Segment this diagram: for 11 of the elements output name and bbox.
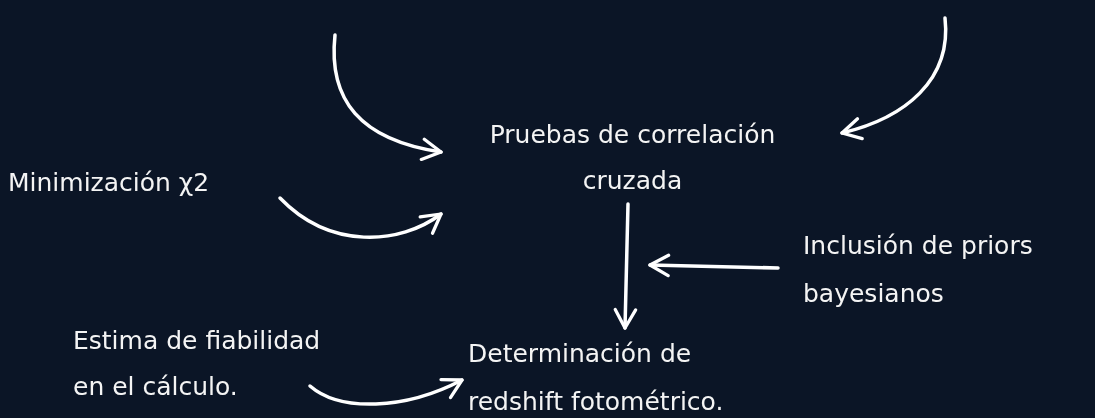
arrow bbox=[648, 253, 780, 278]
step-text: Determinación de redshift fotométrico. bbox=[468, 330, 773, 418]
arrow bbox=[278, 196, 443, 239]
arrow bbox=[308, 377, 464, 406]
step-text: Estima de fiabilidad en el cálculo. bbox=[73, 318, 358, 410]
arrow bbox=[840, 16, 948, 140]
step-text: Minimización χ2 bbox=[8, 160, 294, 206]
step-text: Pruebas de correlación cruzada bbox=[445, 112, 820, 204]
arrow bbox=[332, 33, 443, 161]
arrow bbox=[613, 202, 638, 330]
step-text: Inclusión de priors bayesianos bbox=[803, 222, 1093, 318]
